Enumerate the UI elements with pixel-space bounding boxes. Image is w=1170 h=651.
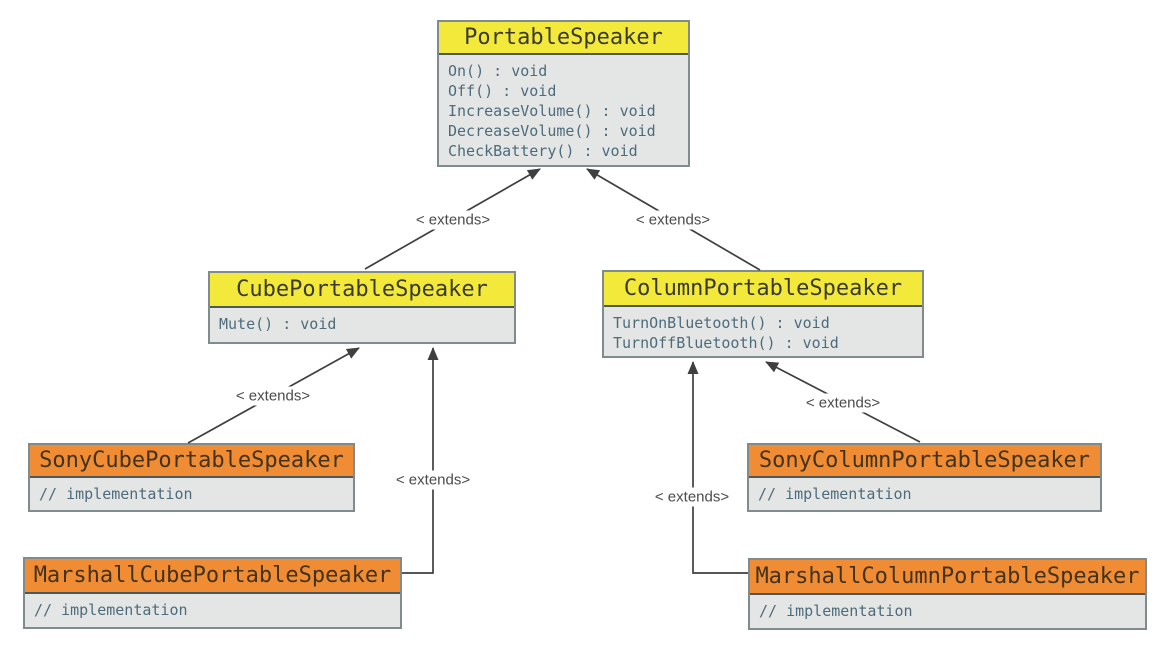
class-member-list: TurnOnBluetooth() : void TurnOffBluetoot… [604,307,922,356]
class-member: Off() : void [448,82,557,100]
edge-label-marshall-column-extends: < extends> [649,487,735,507]
class-marshall-cube-portable-speaker: MarshallCubePortableSpeaker // implement… [23,557,402,629]
class-member: // implementation [34,601,188,619]
class-member-list: // implementation [749,478,1100,510]
class-cube-portable-speaker: CubePortableSpeaker Mute() : void [208,271,516,344]
class-member-list: Mute() : void [210,308,514,342]
class-member: // implementation [39,485,193,503]
class-member: Mute() : void [219,315,337,333]
class-title: SonyCubePortableSpeaker [30,445,353,478]
class-member-list: On() : void Off() : void IncreaseVolume(… [439,55,688,165]
class-column-portable-speaker: ColumnPortableSpeaker TurnOnBluetooth() … [602,270,924,358]
class-title: ColumnPortableSpeaker [604,272,922,307]
class-title: SonyColumnPortableSpeaker [749,445,1100,478]
edge-label-marshall-cube-extends: < extends> [390,470,476,490]
class-sony-cube-portable-speaker: SonyCubePortableSpeaker // implementatio… [28,443,355,512]
class-member: IncreaseVolume() : void [448,102,656,120]
class-member: // implementation [759,602,913,620]
edge-marshall-cube-extends-cube [402,347,439,574]
edge-label-cube-extends: < extends> [410,210,496,230]
class-portable-speaker: PortableSpeaker On() : void Off() : void… [437,20,690,167]
class-title: MarshallCubePortableSpeaker [25,559,400,594]
class-member-list: // implementation [25,594,400,627]
class-member: On() : void [448,62,548,80]
class-member: TurnOnBluetooth() : void [613,314,830,332]
edge-label-sony-column-extends: < extends> [800,393,886,413]
class-title: MarshallColumnPortableSpeaker [750,560,1145,595]
class-member-list: // implementation [30,478,353,510]
edge-label-sony-cube-extends: < extends> [230,386,316,406]
edge-marshall-column-extends-column [687,361,748,574]
class-title: CubePortableSpeaker [210,273,514,308]
class-sony-column-portable-speaker: SonyColumnPortableSpeaker // implementat… [747,443,1102,512]
edge-label-column-extends: < extends> [630,210,716,230]
class-marshall-column-portable-speaker: MarshallColumnPortableSpeaker // impleme… [748,558,1147,630]
class-member: CheckBattery() : void [448,142,638,160]
class-member: // implementation [758,485,912,503]
class-member: TurnOffBluetooth() : void [613,334,839,352]
class-title: PortableSpeaker [439,22,688,55]
class-member: DecreaseVolume() : void [448,122,656,140]
class-member-list: // implementation [750,595,1145,628]
